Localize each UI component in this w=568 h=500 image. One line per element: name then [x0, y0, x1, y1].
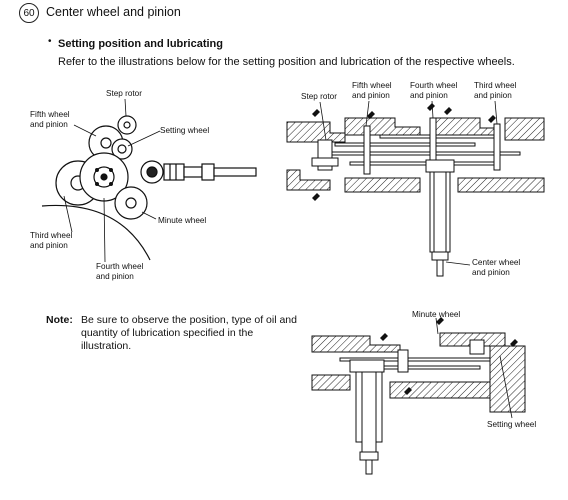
label-fourth-wheel-left: Fourth wheel and pinion [96, 262, 144, 281]
step-number-badge: 60 [19, 3, 39, 23]
step-number: 60 [23, 7, 35, 19]
label-setting-wheel-bottom: Setting wheel [487, 420, 537, 429]
intro-text: Refer to the illustrations below for the… [58, 56, 515, 68]
label-step-rotor-left: Step rotor [106, 89, 142, 98]
cross-section-top-figure [286, 117, 545, 277]
label-minute-wheel-left: Minute wheel [158, 216, 207, 225]
label-center-wheel: Center wheel and pinion [472, 258, 521, 277]
bullet-icon: • [48, 36, 52, 47]
cross-section-bottom-figure [311, 332, 526, 475]
oil-markers-bottom [380, 317, 518, 395]
right-leader-lines [319, 100, 498, 266]
label-setting-wheel-left: Setting wheel [160, 126, 210, 135]
label-step-rotor-right: Step rotor [301, 92, 337, 101]
page-title: Center wheel and pinion [46, 5, 181, 19]
label-minute-wheel-bottom: Minute wheel [412, 310, 461, 319]
label-fifth-wheel-left: Fifth wheel and pinion [30, 110, 70, 129]
label-third-wheel-right: Third wheel and pinion [474, 81, 517, 100]
left-leader-lines [63, 98, 161, 263]
bottom-leader-lines [435, 317, 513, 419]
oil-markers-top [312, 103, 496, 201]
gear-train-figure [41, 115, 257, 261]
section-subtitle: Setting position and lubricating [58, 38, 223, 50]
label-fifth-wheel-right: Fifth wheel and pinion [352, 81, 392, 100]
note-text: Be sure to observe the position, type of… [81, 314, 297, 352]
label-third-wheel-left: Third wheel and pinion [30, 231, 73, 250]
label-fourth-wheel-right: Fourth wheel and pinion [410, 81, 458, 100]
note-label: Note: [46, 314, 73, 326]
